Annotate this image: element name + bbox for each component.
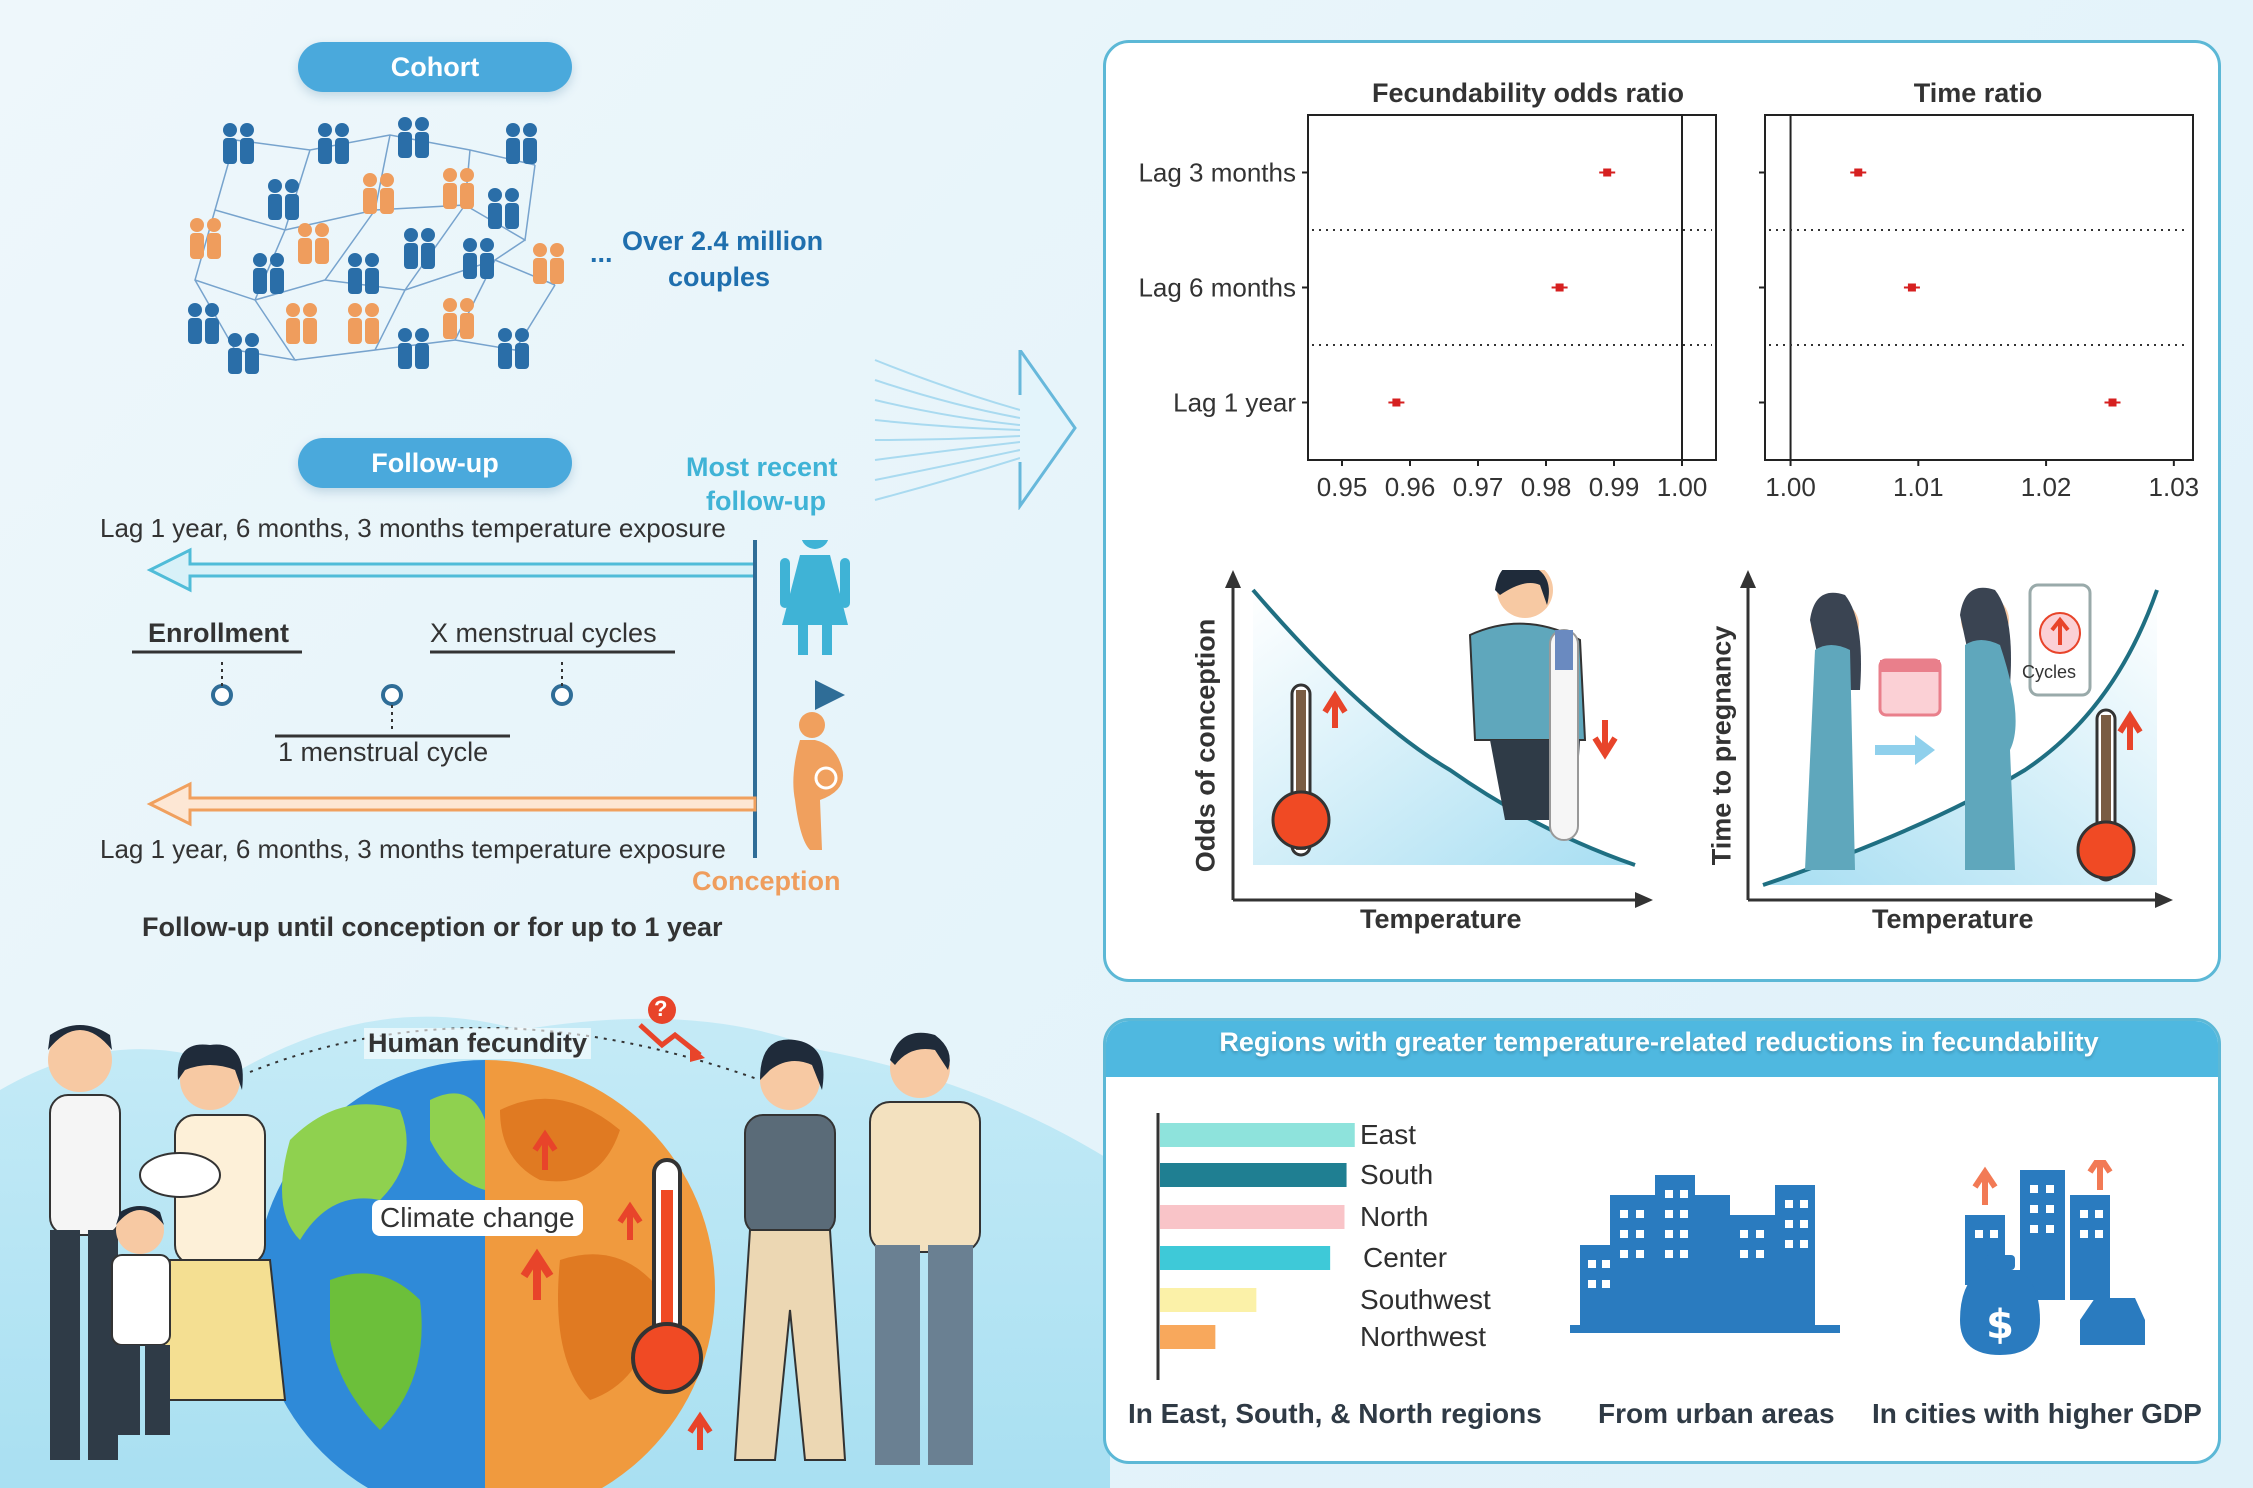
region-label: Center: [1363, 1242, 1448, 1273]
y-tick-label: Lag 6 months: [1138, 273, 1296, 303]
region-bar: [1160, 1246, 1331, 1270]
regions-bar-chart: [1156, 1113, 1355, 1380]
y-tick-label: Lag 1 year: [1173, 388, 1296, 418]
plot-frame: [1307, 114, 1717, 461]
x-tick-label: 1.03: [2149, 472, 2200, 502]
region-bar: [1160, 1163, 1347, 1187]
couple-icons: [188, 117, 564, 374]
most-recent-line1: Most recent: [686, 452, 838, 482]
gdp-city-icon: $: [1960, 1160, 2145, 1355]
x-tick-label: 0.95: [1317, 472, 1368, 502]
cohort-network-graphic: [188, 117, 564, 374]
regions-header-bar: [1106, 1021, 2218, 1077]
point-marker: [1907, 283, 1916, 292]
y-tick-label: Lag 3 months: [1138, 158, 1296, 188]
most-recent-line2: follow-up: [706, 486, 826, 516]
concept-left-graphic: [1225, 570, 1653, 908]
odds-conception-ylabel: Odds of conception: [1190, 618, 1221, 873]
x-tick-label: 0.97: [1453, 472, 1504, 502]
conception-label: Conception: [692, 866, 841, 896]
human-fecundity-label: Human fecundity: [364, 1028, 592, 1059]
concept-right-graphic: [1740, 570, 2173, 908]
cohort-count-line2: couples: [668, 262, 771, 292]
region-label: North: [1360, 1201, 1429, 1232]
enrollment-label: Enrollment: [148, 618, 290, 648]
exposure-label-top: Lag 1 year, 6 months, 3 months temperatu…: [100, 513, 726, 543]
x-tick-label: 0.99: [1589, 472, 1640, 502]
region-label: Northwest: [1360, 1321, 1487, 1352]
left-temperature-xlabel: Temperature: [1360, 904, 1522, 934]
x-tick-label: 1.02: [2021, 472, 2072, 502]
time-pregnancy-ylabel: Time to pregnancy: [1706, 625, 1737, 866]
followup-pill: Follow-up: [298, 438, 572, 488]
region-label: South: [1360, 1159, 1434, 1190]
regions-caption-bars: In East, South, & North regions: [1128, 1398, 1542, 1429]
pregnant-silhouette-icon: [793, 712, 844, 850]
svg-text:$: $: [1986, 1302, 2014, 1348]
time-ratio-plot: 1.00 1.01 1.02 1.03: [1759, 114, 2200, 502]
cohort-count-line1: Over 2.4 million: [622, 226, 824, 256]
point-marker: [1392, 398, 1401, 407]
urban-city-icon: [1570, 1175, 1840, 1333]
x-tick-label: 1.00: [1765, 472, 1816, 502]
x-tick-label: 0.98: [1521, 472, 1572, 502]
woman-icon: [780, 540, 850, 655]
question-mark: ?: [654, 996, 668, 1021]
plot-frame: [1764, 114, 2194, 461]
regions-caption-gdp: In cities with higher GDP: [1872, 1398, 2202, 1429]
x-tick-label: 1.01: [1893, 472, 1944, 502]
climate-change-label: Climate change: [372, 1200, 583, 1236]
x-tick-label: 1.00: [1657, 472, 1708, 502]
region-label: Southwest: [1360, 1284, 1491, 1315]
point-marker: [1555, 283, 1564, 292]
point-marker: [1854, 168, 1863, 177]
fecundability-chart-title: Fecundability odds ratio: [1371, 78, 1685, 108]
regions-caption-urban: From urban areas: [1598, 1398, 1835, 1429]
one-cycle-label: 1 menstrual cycle: [278, 737, 489, 767]
region-label: East: [1360, 1119, 1417, 1150]
followup-until-text: Follow-up until conception or for up to …: [142, 912, 723, 942]
cohort-ellipsis: ...: [590, 238, 613, 268]
timeline-graphic: [30, 540, 850, 858]
flow-arrow-graphic: [874, 350, 1077, 510]
x-tick-label: 0.96: [1385, 472, 1436, 502]
cohort-pill: Cohort: [298, 42, 572, 92]
exposure-label-bottom: Lag 1 year, 6 months, 3 months temperatu…: [100, 834, 726, 864]
point-marker: [1603, 168, 1612, 177]
couple-illustration: [733, 1032, 981, 1465]
region-bar: [1160, 1325, 1216, 1349]
family-illustration: [48, 1025, 287, 1460]
x-cycles-label: X menstrual cycles: [430, 618, 657, 648]
region-bar: [1160, 1123, 1355, 1147]
point-marker: [2108, 398, 2117, 407]
cycles-label: Cycles: [2022, 662, 2077, 682]
right-temperature-xlabel: Temperature: [1872, 904, 2034, 934]
region-bar: [1160, 1288, 1257, 1312]
climate-family-illustration: [0, 996, 1110, 1488]
regions-title: Regions with greater temperature-related…: [1219, 1027, 2099, 1057]
region-bar: [1160, 1205, 1345, 1229]
time-ratio-chart-title: Time ratio: [1913, 78, 2043, 108]
